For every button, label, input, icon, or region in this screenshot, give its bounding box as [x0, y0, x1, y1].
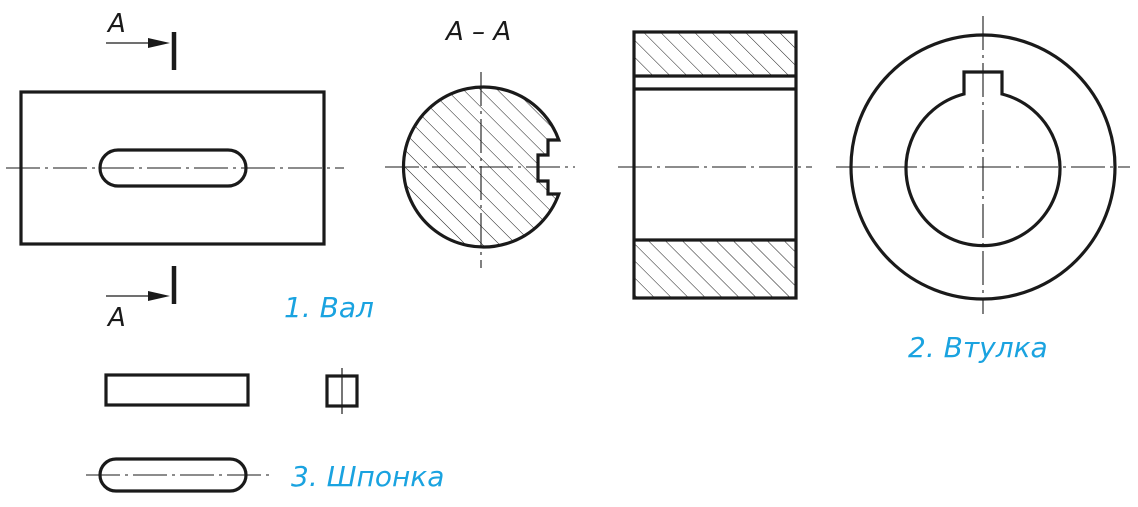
key-side-view [104, 373, 250, 407]
section-marker-bottom: A [106, 266, 177, 333]
section-letter-top: A [106, 9, 126, 39]
caption-shaft: 1. Вал [284, 291, 374, 324]
bushing-outline [632, 30, 798, 300]
caption-key: 3. Шпонка [291, 460, 444, 493]
bushing-side-view [618, 30, 812, 300]
key-views [86, 368, 359, 493]
section-letter-bottom: A [106, 303, 126, 333]
bushing-hatch-top [634, 32, 796, 76]
section-hatching [403, 87, 559, 248]
section-marker-top: A [106, 9, 177, 70]
bushing-hatch-bottom [634, 240, 796, 298]
shaft-view [6, 90, 344, 246]
caption-bushing: 2. Втулка [908, 331, 1048, 364]
bushing-front-view [836, 16, 1130, 314]
section-view: A – A [385, 17, 575, 268]
bushing-bore-with-keyway [904, 70, 1062, 248]
section-arrow-bottom [148, 291, 170, 301]
section-arrow-top [148, 38, 170, 48]
section-title: A – A [444, 17, 511, 47]
section-outline [401, 85, 562, 249]
